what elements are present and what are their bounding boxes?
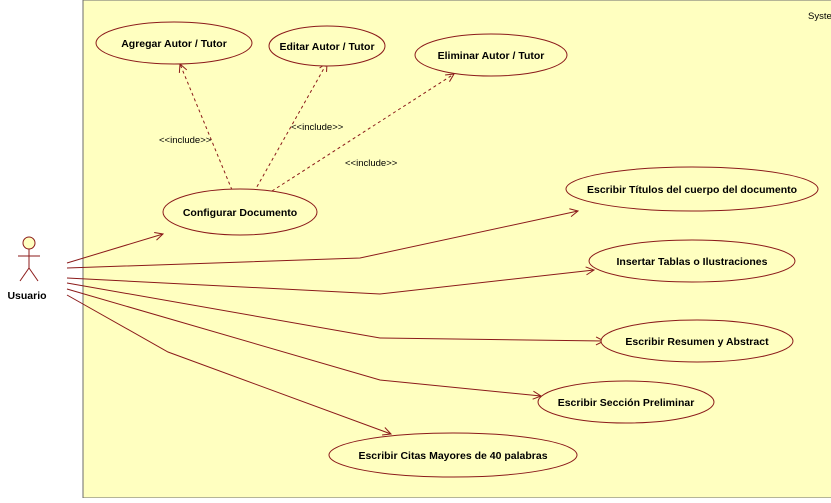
association-preliminar[interactable] [66,288,541,396]
association-configurar[interactable] [66,234,163,264]
association-titulos[interactable] [66,211,578,269]
use-case-label: Eliminar Autor / Tutor [438,50,545,62]
use-case-editar[interactable]: Editar Autor / Tutor [268,25,386,67]
actor-label: Usuario [7,290,46,302]
include-label-agregar: <<include>> [159,135,212,146]
use-case-titulos[interactable]: Escribir Títulos del cuerpo del document… [565,166,819,212]
use-case-citas[interactable]: Escribir Citas Mayores de 40 palabras [328,432,578,478]
actor-head-icon [22,236,36,250]
include-label-eliminar: <<include>> [345,158,398,169]
association-tablas[interactable] [66,270,594,295]
association-citas[interactable] [66,294,391,434]
association-resumen[interactable] [66,282,604,341]
system-label: Syste [808,11,831,22]
use-case-preliminar[interactable]: Escribir Sección Preliminar [537,380,715,424]
use-case-label: Insertar Tablas o Ilustraciones [617,256,768,268]
use-case-eliminar[interactable]: Eliminar Autor / Tutor [414,33,568,77]
include-dependencies [180,63,454,193]
include-agregar[interactable] [180,64,233,191]
include-editar[interactable] [253,63,327,193]
include-label-editar: <<include>> [291,122,344,133]
use-case-label: Escribir Citas Mayores de 40 palabras [358,450,547,462]
use-case-agregar[interactable]: Agregar Autor / Tutor [95,21,253,65]
use-case-label: Configurar Documento [183,207,297,219]
use-case-label: Agregar Autor / Tutor [121,38,227,50]
use-case-tablas[interactable]: Insertar Tablas o Ilustraciones [588,239,796,283]
actor-usuario[interactable] [18,236,40,282]
use-case-label: Escribir Títulos del cuerpo del document… [587,184,797,196]
use-case-label: Escribir Sección Preliminar [558,397,695,409]
include-eliminar[interactable] [271,74,454,192]
use-case-resumen[interactable]: Escribir Resumen y Abstract [600,319,794,363]
use-case-label: Escribir Resumen y Abstract [625,336,769,348]
use-case-configurar[interactable]: Configurar Documento [162,188,318,236]
associations [66,211,604,434]
use-case-label: Editar Autor / Tutor [279,41,374,53]
